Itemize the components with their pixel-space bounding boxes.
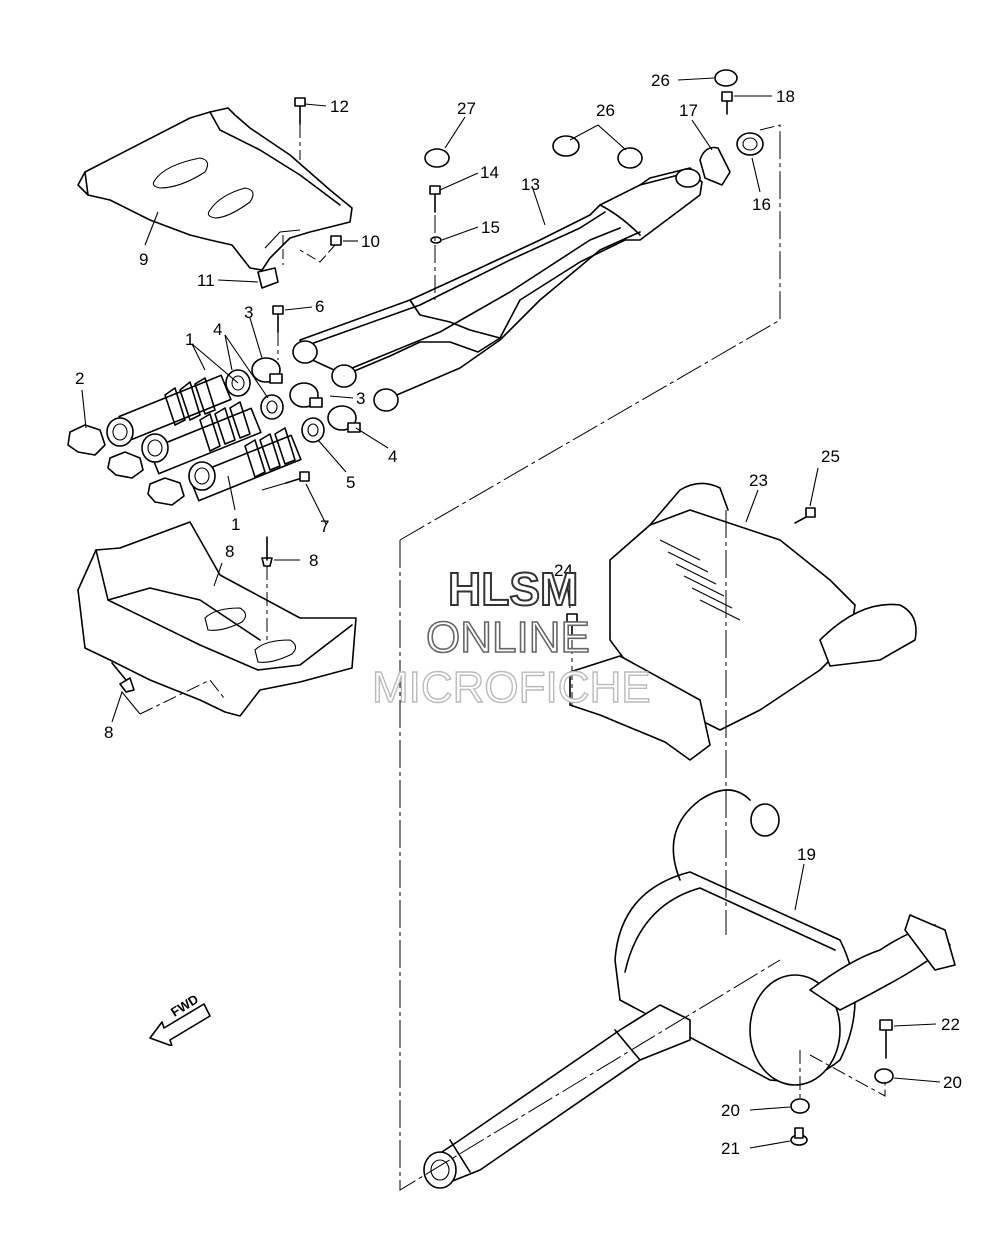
callout-3-top: 3: [244, 303, 253, 322]
callout-8-low: 8: [104, 723, 113, 742]
callout-5: 6: [315, 297, 324, 316]
callout-17: 17: [679, 101, 698, 120]
callout-26-top: 26: [651, 71, 670, 90]
flex-pipes: [67, 374, 302, 506]
callout-20-left: 20: [721, 1101, 740, 1120]
callout-7: 8: [225, 542, 234, 561]
callout-9: 9: [139, 250, 148, 269]
heat-shield-upper: [77, 107, 353, 271]
watermark-line-3: MICROFICHE: [371, 663, 651, 712]
callout-20-right: 20: [943, 1073, 962, 1092]
callout-3-low: 4: [388, 447, 397, 466]
callout-25: 25: [821, 447, 840, 466]
watermark-line-2: ONLINE: [425, 613, 590, 662]
callout-10: 10: [361, 232, 380, 251]
callout-23: 23: [749, 471, 768, 490]
callout-6: 7: [320, 517, 329, 536]
callout-26-mid: 26: [596, 101, 615, 120]
watermark-line-1: HLSM: [447, 563, 579, 615]
callout-3-mid: 3: [356, 389, 365, 408]
callout-1-low: 1: [231, 515, 240, 534]
callout-2: 2: [75, 369, 84, 388]
callout-24: 24: [554, 561, 573, 580]
callout-21: 21: [721, 1139, 740, 1158]
callout-18: 18: [776, 87, 795, 106]
heat-shield-lower: [77, 521, 357, 717]
callout-12: 12: [330, 97, 349, 116]
callout-16: 16: [752, 195, 771, 214]
leader-lines: [81, 77, 941, 1149]
callout-1-top: 1: [185, 330, 194, 349]
y-pipe: [292, 167, 703, 412]
callout-8-top: 8: [309, 551, 318, 570]
callout-4-low: 5: [346, 473, 355, 492]
callout-22: 22: [941, 1015, 960, 1034]
forward-arrow-icon: [149, 1003, 211, 1046]
callout-13: 13: [521, 175, 540, 194]
callout-numbers: 9 12 10 11 6 1 4 3 2 3 4 5 1 7 8 8 8 13 …: [75, 71, 962, 1158]
callout-4-top: 4: [213, 320, 222, 339]
callout-19: 19: [797, 845, 816, 864]
hardware: [111, 69, 894, 1146]
callout-27: 27: [457, 99, 476, 118]
assembly-lines: [139, 124, 886, 1191]
callout-14: 14: [480, 163, 499, 182]
callout-11: 11: [197, 271, 215, 290]
callout-15: 15: [481, 218, 500, 237]
muffler-heat-cover: [569, 482, 917, 761]
muffler: [423, 789, 956, 1189]
